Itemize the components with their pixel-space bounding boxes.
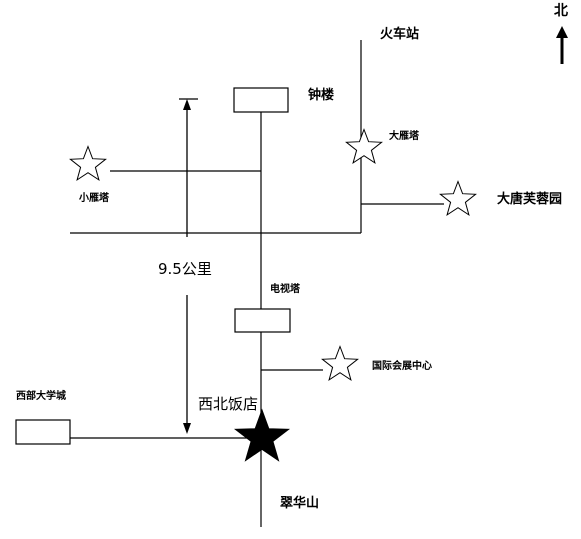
north-label: 北 [554, 3, 568, 19]
north-arrow-icon [556, 26, 568, 38]
expo-center-star-icon [321, 345, 359, 382]
distance-label: 9.5公里 [158, 260, 212, 278]
expo-center-label: 国际会展中心 [372, 361, 432, 372]
tang-paradise-label: 大唐芙蓉园 [497, 192, 563, 207]
tv-tower-label: 电视塔 [270, 284, 300, 295]
university-city-building [15, 419, 71, 445]
big-goose-pagoda-label: 大雁塔 [389, 131, 419, 142]
train-station-label: 火车站 [380, 27, 420, 42]
western-university-city-label: 西部大学城 [16, 391, 66, 402]
northwest-hotel-star-icon [233, 408, 291, 462]
distance-arrow-up [183, 99, 191, 110]
small-goose-pagoda-star-icon [69, 145, 107, 182]
big-goose-pagoda-star-icon [345, 128, 383, 165]
small-goose-pagoda-label: 小雁塔 [79, 193, 109, 204]
tang-paradise-star-icon [439, 180, 477, 217]
bell-tower-building [233, 87, 289, 113]
bell-tower-label: 钟楼 [308, 88, 335, 103]
distance-arrow-down [183, 423, 191, 434]
northwest-hotel-label: 西北饭店 [198, 395, 259, 413]
tv-tower-building [234, 308, 291, 333]
cuihua-mountain-label: 翠华山 [280, 496, 320, 511]
